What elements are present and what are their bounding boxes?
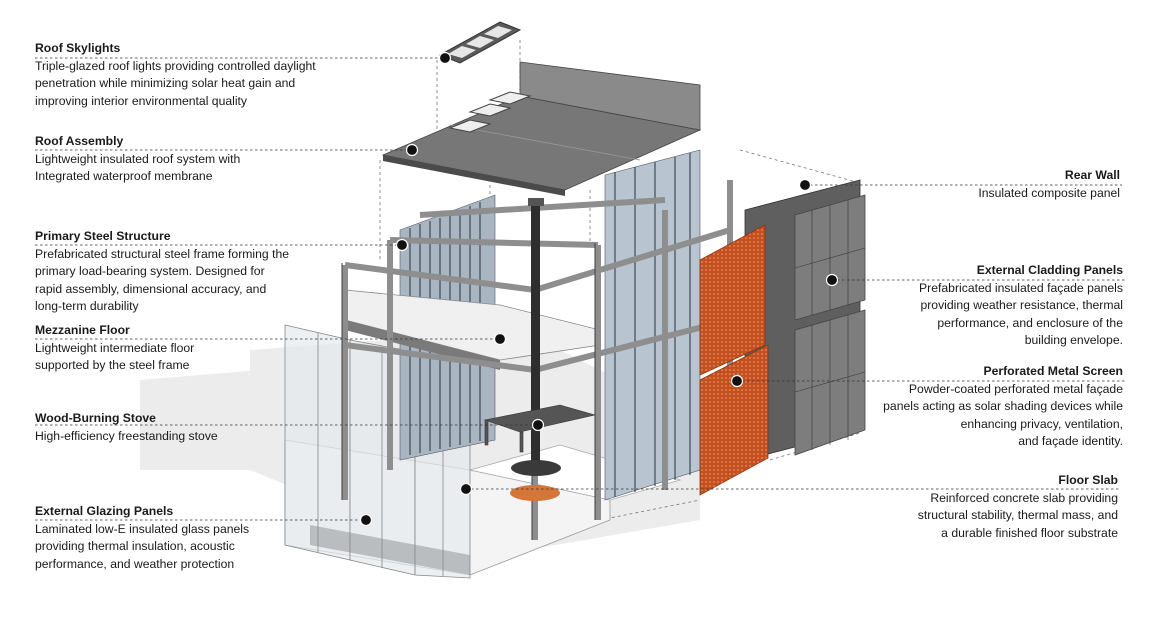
callout-rear-wall: Rear Wall Insulated composite panel [860,167,1120,202]
callout-primary-steel-structure: Primary Steel Structure Prefabricated st… [35,228,345,316]
roof-skylights-shape [438,21,522,64]
dot-perforated [730,374,744,388]
roof-assembly-shape [381,61,702,196]
callout-description: Prefabricated insulated façade panels pr… [919,280,1123,348]
callout-description: Lightweight insulated roof system with I… [35,151,241,184]
callout-title: Perforated Metal Screen [983,364,1123,378]
callout-mezzanine-floor: Mezzanine Floor Lightweight intermediate… [35,322,295,375]
callout-title: Roof Skylights [35,41,121,55]
callout-description: Prefabricated structural steel frame for… [35,246,290,314]
callout-description: Powder-coated perforated metal façade pa… [883,381,1123,449]
callout-title: Roof Assembly [35,134,124,148]
callout-title: Mezzanine Floor [35,323,130,337]
callout-roof-skylights: Roof Skylights Triple-glazed roof lights… [35,40,365,110]
callout-wood-burning-stove: Wood-Burning Stove High-efficiency frees… [35,410,295,445]
dot-mezzanine [493,332,507,346]
callout-title: External Cladding Panels [976,263,1123,277]
callout-title: Floor Slab [1058,473,1118,487]
dot-stove [531,418,545,432]
callout-title: Primary Steel Structure [35,229,171,243]
dot-roof-skylights [438,51,452,65]
leader-lines [35,57,1125,521]
callout-title: Rear Wall [1064,168,1120,182]
cladding-panel-joints [794,200,866,450]
dot-rear-wall [798,178,812,192]
dot-glazing [359,513,373,527]
dot-roof-assembly [405,143,419,157]
callout-external-glazing-panels: External Glazing Panels Laminated low-E … [35,503,315,573]
callout-title: Wood-Burning Stove [35,411,156,425]
callout-floor-slab: Floor Slab Reinforced concrete slab prov… [858,472,1118,542]
callout-description: Insulated composite panel [978,185,1120,200]
callout-description: Laminated low-E insulated glass panels p… [35,521,250,571]
callout-description: High-efficiency freestanding stove [35,428,218,443]
callout-title: External Glazing Panels [35,504,174,518]
dot-floor-slab [459,482,473,496]
callout-external-cladding-panels: External Cladding Panels Prefabricated i… [863,262,1123,350]
callout-perforated-metal-screen: Perforated Metal Screen Powder-coated pe… [843,363,1123,451]
dot-cladding [825,273,839,287]
callout-description: Triple-glazed roof lights providing cont… [35,58,316,108]
callout-description: Lightweight intermediate floor supported… [35,340,195,373]
callout-roof-assembly: Roof Assembly Lightweight insulated roof… [35,133,335,186]
perforated-screen-shape [699,224,769,496]
glazing-panels-shape [284,324,471,579]
leader-dots [359,51,839,527]
callout-description: Reinforced concrete slab providing struc… [917,490,1118,540]
dot-primary-steel [395,238,409,252]
